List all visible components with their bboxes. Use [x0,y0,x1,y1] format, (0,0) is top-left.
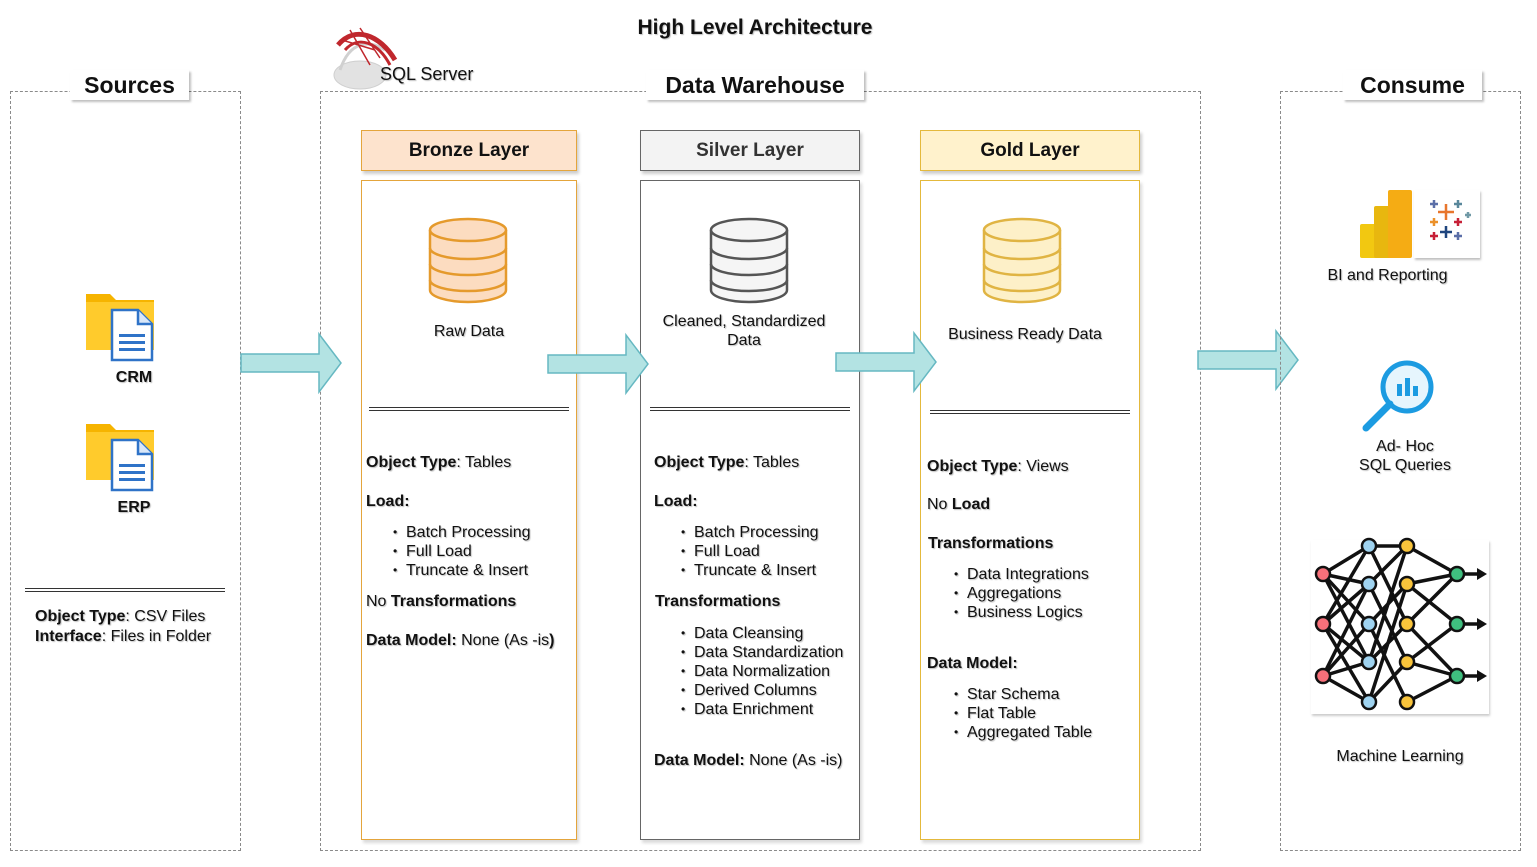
source-label-erp: ERP [117,499,151,516]
gold-transform-label: Transformations [928,535,1054,552]
list-item: Star Schema [954,685,1092,704]
magnifier-chart-icon [1362,360,1434,432]
flow-arrow-icon [835,330,937,394]
list-item: Truncate & Insert [393,561,531,580]
sources-object-type: Object Type: CSV Files [35,608,206,625]
silver-transform-label: Transformations [655,593,781,610]
flow-arrow-icon [547,332,649,396]
gold-layer-header: Gold Layer [920,130,1140,171]
bronze-data-model: Data Model: None (As -is) [366,632,555,649]
list-item: Truncate & Insert [681,561,819,580]
list-item: Flat Table [954,704,1092,723]
list-item: Aggregations [954,584,1089,603]
list-item: Business Logics [954,603,1089,622]
bronze-transformations: No Transformations [366,593,517,610]
folder-file-icon [86,294,154,362]
list-item: Data Integrations [954,565,1089,584]
bronze-layer-header: Bronze Layer [361,130,577,171]
divider [25,588,225,592]
gold-model-list: Star Schema Flat Table Aggregated Table [927,685,1092,742]
sql-server-label: SQL Server [380,64,474,84]
list-item: Data Normalization [681,662,843,681]
consume-title: Consume [1343,70,1482,100]
bronze-load-label: Load: [366,493,410,510]
gold-transform-list: Data Integrations Aggregations Business … [927,565,1089,622]
consume-label-ml: Machine Learning [1336,748,1464,765]
divider [650,407,850,411]
gold-model-label: Data Model: [927,655,1018,672]
gold-database-icon [982,217,1062,304]
list-item: Full Load [393,542,531,561]
gold-object-type: Object Type: Views [927,458,1069,475]
source-label-crm: CRM [115,369,153,386]
warehouse-title: Data Warehouse [646,70,864,100]
flow-arrow-icon [1197,328,1299,392]
list-item: Batch Processing [393,523,530,542]
list-item: Aggregated Table [954,723,1092,742]
gold-load: No Load [927,496,991,513]
bronze-database-icon [428,217,508,304]
silver-object-type: Object Type: Tables [654,454,800,471]
silver-load-label: Load: [654,493,698,510]
diagram-title: High Level Architecture [637,16,873,39]
sources-title: Sources [70,70,189,100]
adhoc-line2: SQL Queries [1359,457,1451,474]
list-item: Derived Columns [681,681,843,700]
bronze-object-type: Object Type: Tables [366,454,512,471]
list-item: Data Enrichment [681,700,843,719]
silver-caption: Cleaned, Standardized Data [662,313,826,349]
silver-data-model: Data Model: None (As -is) [654,752,843,769]
neural-network-icon [1311,537,1489,714]
folder-file-icon [86,424,154,492]
consume-label-adhoc: Ad- Hoc SQL Queries [1330,437,1480,475]
gold-caption: Business Ready Data [948,326,1102,343]
adhoc-line1: Ad- Hoc [1376,438,1434,455]
flow-arrow-icon [240,331,342,395]
list-item: Data Standardization [681,643,843,662]
silver-layer-header: Silver Layer [640,130,860,171]
silver-load-list: Batch Processing Full Load Truncate & In… [654,523,819,580]
silver-database-icon [709,217,789,304]
consume-label-bi: BI and Reporting [1327,267,1448,284]
sql-server-logo-icon [333,27,398,90]
sources-interface: Interface: Files in Folder [35,628,212,645]
bronze-caption: Raw Data [433,323,505,340]
list-item: Batch Processing [681,523,818,542]
divider [930,410,1130,414]
bronze-load-list: Batch Processing Full Load Truncate & In… [366,523,531,580]
silver-transform-list: Data Cleansing Data Standardization Data… [654,624,843,719]
list-item: Full Load [681,542,819,561]
list-item: Data Cleansing [681,624,843,643]
divider [369,407,569,411]
bi-reporting-icon [1360,190,1480,258]
